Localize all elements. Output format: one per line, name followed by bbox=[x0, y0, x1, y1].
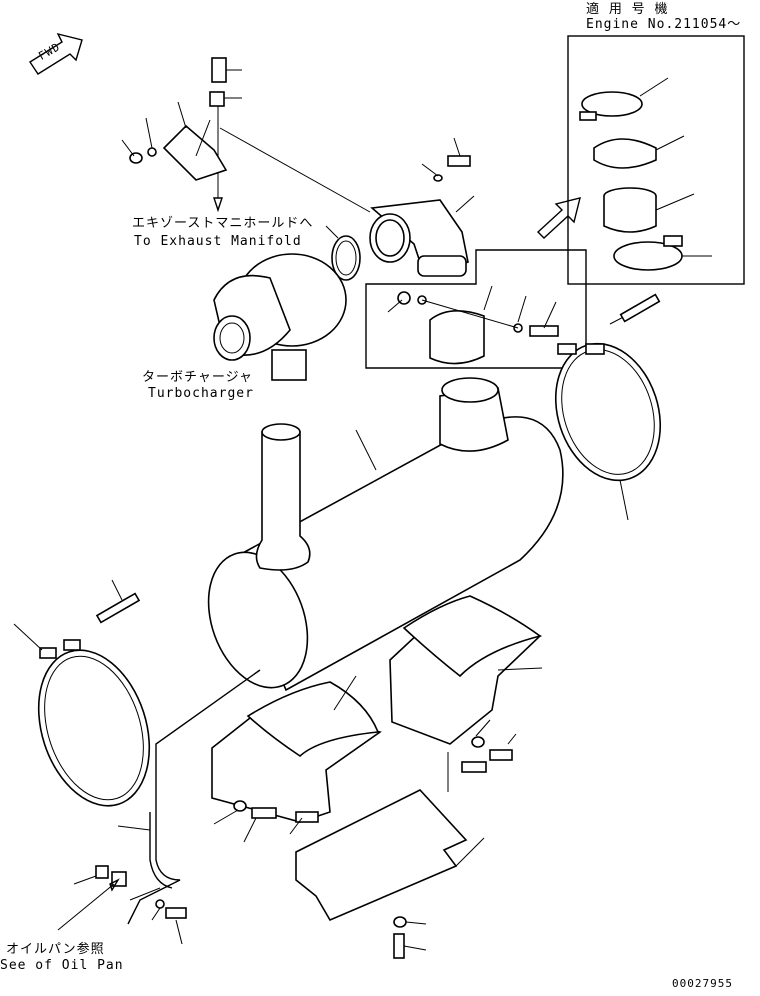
applicability-label-jp: 適 用 号 機 bbox=[586, 2, 669, 17]
inset-box-elbow-variant bbox=[365, 249, 587, 369]
turbocharger bbox=[213, 253, 347, 381]
turbocharger-label-en: Turbocharger bbox=[148, 386, 254, 401]
oil-pan-label-jp: オイルパン参照 bbox=[6, 942, 105, 957]
oil-pan-label-en: See of Oil Pan bbox=[0, 958, 124, 973]
exhaust-manifold-label-en: To Exhaust Manifold bbox=[134, 234, 302, 249]
elbow-pipe bbox=[369, 137, 475, 277]
engine-number-label: Engine No.211054～ bbox=[586, 17, 742, 32]
inset-box-engine-variant bbox=[536, 35, 745, 285]
top-bracket-assembly bbox=[121, 57, 242, 213]
muffler-bracket-left bbox=[211, 675, 382, 843]
muffler bbox=[207, 377, 564, 692]
left-clamp-band bbox=[13, 579, 151, 807]
drain-pipe bbox=[57, 669, 261, 945]
muffler-bracket-right bbox=[389, 595, 543, 792]
base-plate bbox=[295, 789, 485, 959]
leader-line bbox=[219, 127, 371, 213]
gasket-ring bbox=[325, 225, 361, 281]
turbocharger-label-jp: ターボチャージャ bbox=[142, 370, 253, 385]
drawing-number: 00027955 bbox=[672, 977, 733, 990]
fwd-arrow-icon bbox=[29, 32, 83, 75]
right-clamp-band bbox=[554, 293, 662, 521]
exhaust-manifold-label-jp: エキゾーストマニホールドへ bbox=[132, 216, 314, 231]
